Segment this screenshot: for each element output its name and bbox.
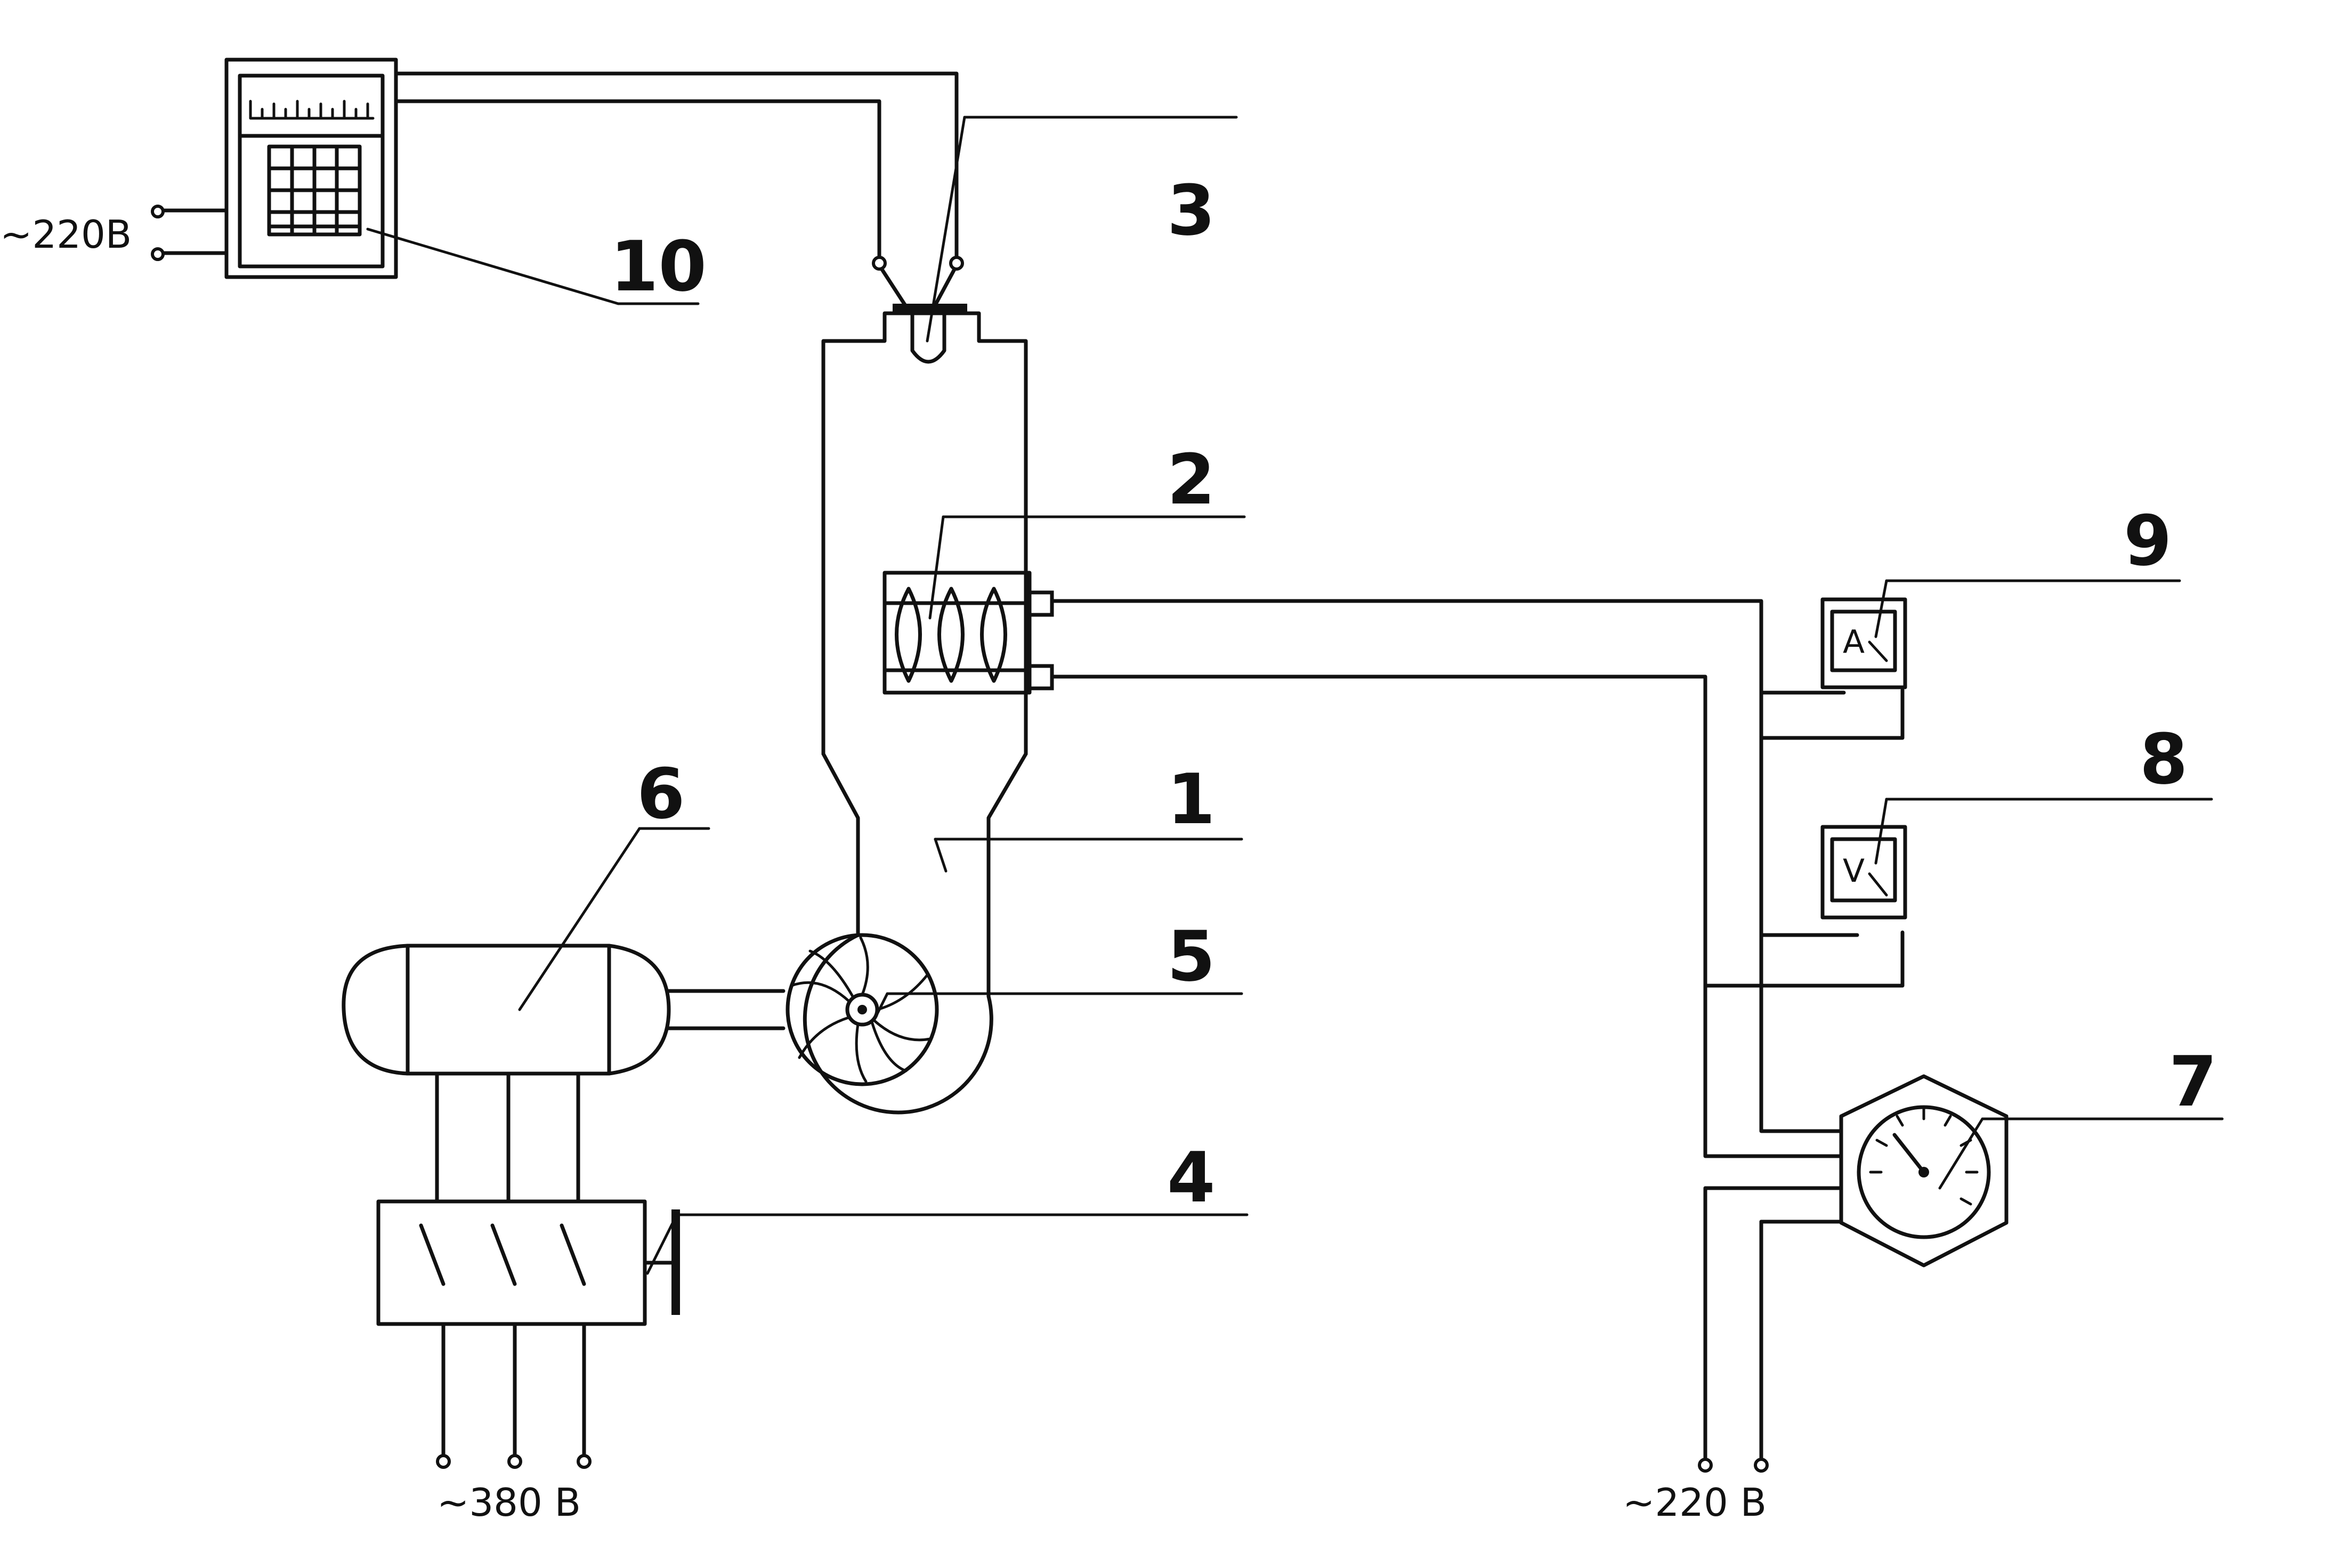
ammeter-letter: A: [1843, 623, 1865, 661]
fan: [786, 933, 993, 1115]
switch: [376, 1199, 680, 1469]
label-2: 2: [1167, 439, 1215, 520]
recorder-terminal-2: [151, 247, 165, 261]
label-4: 4: [1167, 1137, 1215, 1218]
heater-supply-label: ~220 B: [1623, 1480, 1767, 1525]
label-3: 3: [1167, 170, 1215, 251]
recorder-supply-label: ~220B: [0, 212, 132, 257]
label-9: 9: [2124, 500, 2172, 581]
ammeter: A: [1820, 597, 1907, 689]
gauge-scale: [1869, 1107, 1979, 1206]
label-10: 10: [610, 226, 707, 307]
label-6: 6: [637, 753, 685, 834]
label-5: 5: [1167, 916, 1215, 997]
temperature-sensor: [872, 256, 967, 364]
recorder-terminal-1: [151, 205, 165, 218]
fan-blades: [790, 936, 932, 1083]
recorder-scale: [249, 100, 375, 120]
motor: [342, 944, 786, 1204]
recorder-unit: [151, 58, 959, 279]
drying-column: [821, 311, 1028, 998]
label-7: 7: [2169, 1041, 2217, 1122]
heater-wiring: [1050, 599, 1905, 1473]
label-8: 8: [2140, 719, 2188, 800]
voltmeter: V: [1820, 825, 1907, 920]
voltmeter-letter: V: [1843, 852, 1865, 890]
gauge: [1839, 1074, 2009, 1268]
leader-lines: [366, 116, 2224, 1275]
label-1: 1: [1167, 759, 1215, 840]
recorder-keypad: [267, 144, 362, 237]
heater-coil: [882, 571, 1054, 695]
motor-supply-label: ~380 B: [437, 1480, 581, 1525]
